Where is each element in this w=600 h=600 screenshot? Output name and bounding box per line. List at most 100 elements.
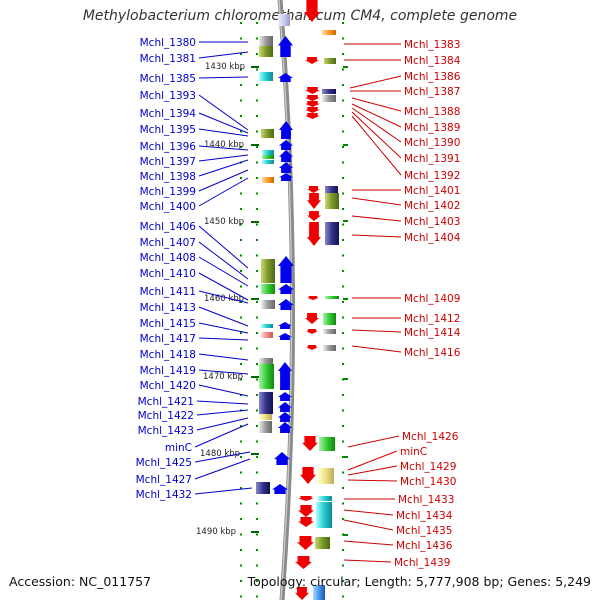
forward-gene-arrow [278, 299, 294, 310]
track-dot [256, 363, 258, 365]
track-dot [240, 301, 242, 303]
left-leader-line [198, 145, 249, 151]
track-dot [256, 316, 258, 319]
left-leader-line [198, 225, 249, 269]
gene-block [262, 160, 274, 164]
left-gene-label: Mchl_1408 [140, 252, 196, 264]
track-dot [342, 595, 344, 598]
left-gene-label: Mchl_1417 [140, 333, 196, 345]
track-dot [342, 99, 344, 102]
right-gene-label: Mchl_1412 [404, 313, 460, 325]
gene-block [259, 404, 273, 414]
track-dot [342, 223, 344, 226]
track-dot [240, 425, 242, 427]
scale-label: 1430 kbp [205, 62, 245, 72]
track-dot [240, 316, 242, 319]
left-leader-line [198, 169, 249, 192]
track-dot [256, 84, 258, 86]
right-leader-line [347, 450, 398, 471]
track-dot [342, 487, 344, 489]
track-dot [240, 37, 242, 40]
gene-block [256, 482, 270, 494]
track-dot [342, 53, 344, 55]
track-dot [342, 394, 344, 396]
forward-gene-arrow [278, 412, 292, 422]
track-dot [342, 22, 344, 24]
track-dot [256, 409, 258, 412]
scale-tick [251, 66, 259, 68]
gene-block [261, 300, 275, 309]
track-dot [240, 332, 242, 334]
track-dot [256, 440, 258, 443]
track-dot [256, 177, 258, 179]
track-dot [240, 270, 242, 272]
right-leader-line [343, 519, 394, 531]
track-dot [342, 254, 344, 257]
track-dot [256, 456, 258, 458]
right-gene-label: Mchl_1436 [396, 540, 453, 552]
gene-block [262, 150, 274, 155]
scale-label: 1450 kbp [204, 217, 244, 227]
genome-backbone-highlight [278, 0, 293, 600]
left-gene-label: Mchl_1381 [140, 53, 196, 65]
left-gene-label: Mchl_1425 [136, 457, 192, 469]
scale-tick [251, 221, 259, 223]
track-dot [256, 502, 258, 505]
track-dot [342, 564, 344, 567]
left-leader-line [198, 154, 249, 162]
left-leader-line [198, 128, 249, 137]
track-dot [342, 471, 344, 474]
right-gene-label: Mchl_1389 [404, 122, 460, 134]
track-dot [256, 378, 258, 381]
left-leader-line [198, 51, 249, 59]
left-gene-label: minC [165, 442, 192, 454]
left-gene-label: Mchl_1400 [140, 201, 196, 213]
track-dot [240, 347, 242, 350]
left-gene-label: Mchl_1393 [140, 90, 196, 102]
reverse-gene-arrow [295, 587, 309, 600]
gene-block [261, 332, 273, 338]
right-gene-label: Mchl_1402 [404, 200, 460, 212]
reverse-gene-arrow [307, 222, 321, 246]
track-dash [343, 144, 348, 146]
track-dot [240, 84, 242, 86]
right-gene-label: Mchl_1391 [404, 153, 460, 165]
left-leader-line [198, 353, 249, 361]
reverse-gene-arrow [307, 193, 321, 209]
right-gene-label: Mchl_1387 [404, 86, 460, 98]
gene-block [262, 177, 274, 183]
reverse-gene-arrow [305, 107, 320, 113]
scale-label: 1440 kbp [204, 140, 244, 150]
track-dot [240, 285, 242, 288]
gene-block [318, 496, 332, 501]
reverse-gene-arrow [297, 536, 314, 550]
gene-block [322, 95, 336, 102]
track-dot [256, 68, 258, 71]
left-gene-label: Mchl_1407 [140, 237, 196, 249]
right-gene-label: Mchl_1409 [404, 293, 460, 305]
topology-text: Topology: circular; Length: 5,777,908 bp… [247, 574, 591, 589]
track-dot [240, 99, 242, 102]
gene-block [259, 364, 274, 389]
gene-block [313, 585, 325, 600]
gene-block [325, 296, 339, 299]
right-gene-label: Mchl_1433 [398, 494, 454, 506]
left-gene-label: Mchl_1397 [140, 156, 196, 168]
reverse-gene-arrow [307, 186, 320, 193]
left-gene-label: Mchl_1394 [140, 108, 197, 120]
track-dot [240, 502, 242, 505]
gene-block [259, 414, 272, 420]
left-gene-label: Mchl_1420 [140, 380, 196, 392]
right-gene-label: Mchl_1403 [404, 216, 460, 228]
track-dot [240, 130, 242, 133]
track-dot [342, 285, 344, 288]
genome-backbone [277, 0, 296, 600]
scale-label: 1460 kbp [204, 294, 244, 304]
reverse-gene-arrow [305, 95, 320, 101]
track-dot [342, 316, 344, 319]
right-gene-label: Mchl_1429 [400, 461, 456, 473]
track-dash [343, 220, 348, 222]
left-gene-label: Mchl_1410 [140, 268, 196, 280]
left-leader-line [198, 241, 249, 280]
